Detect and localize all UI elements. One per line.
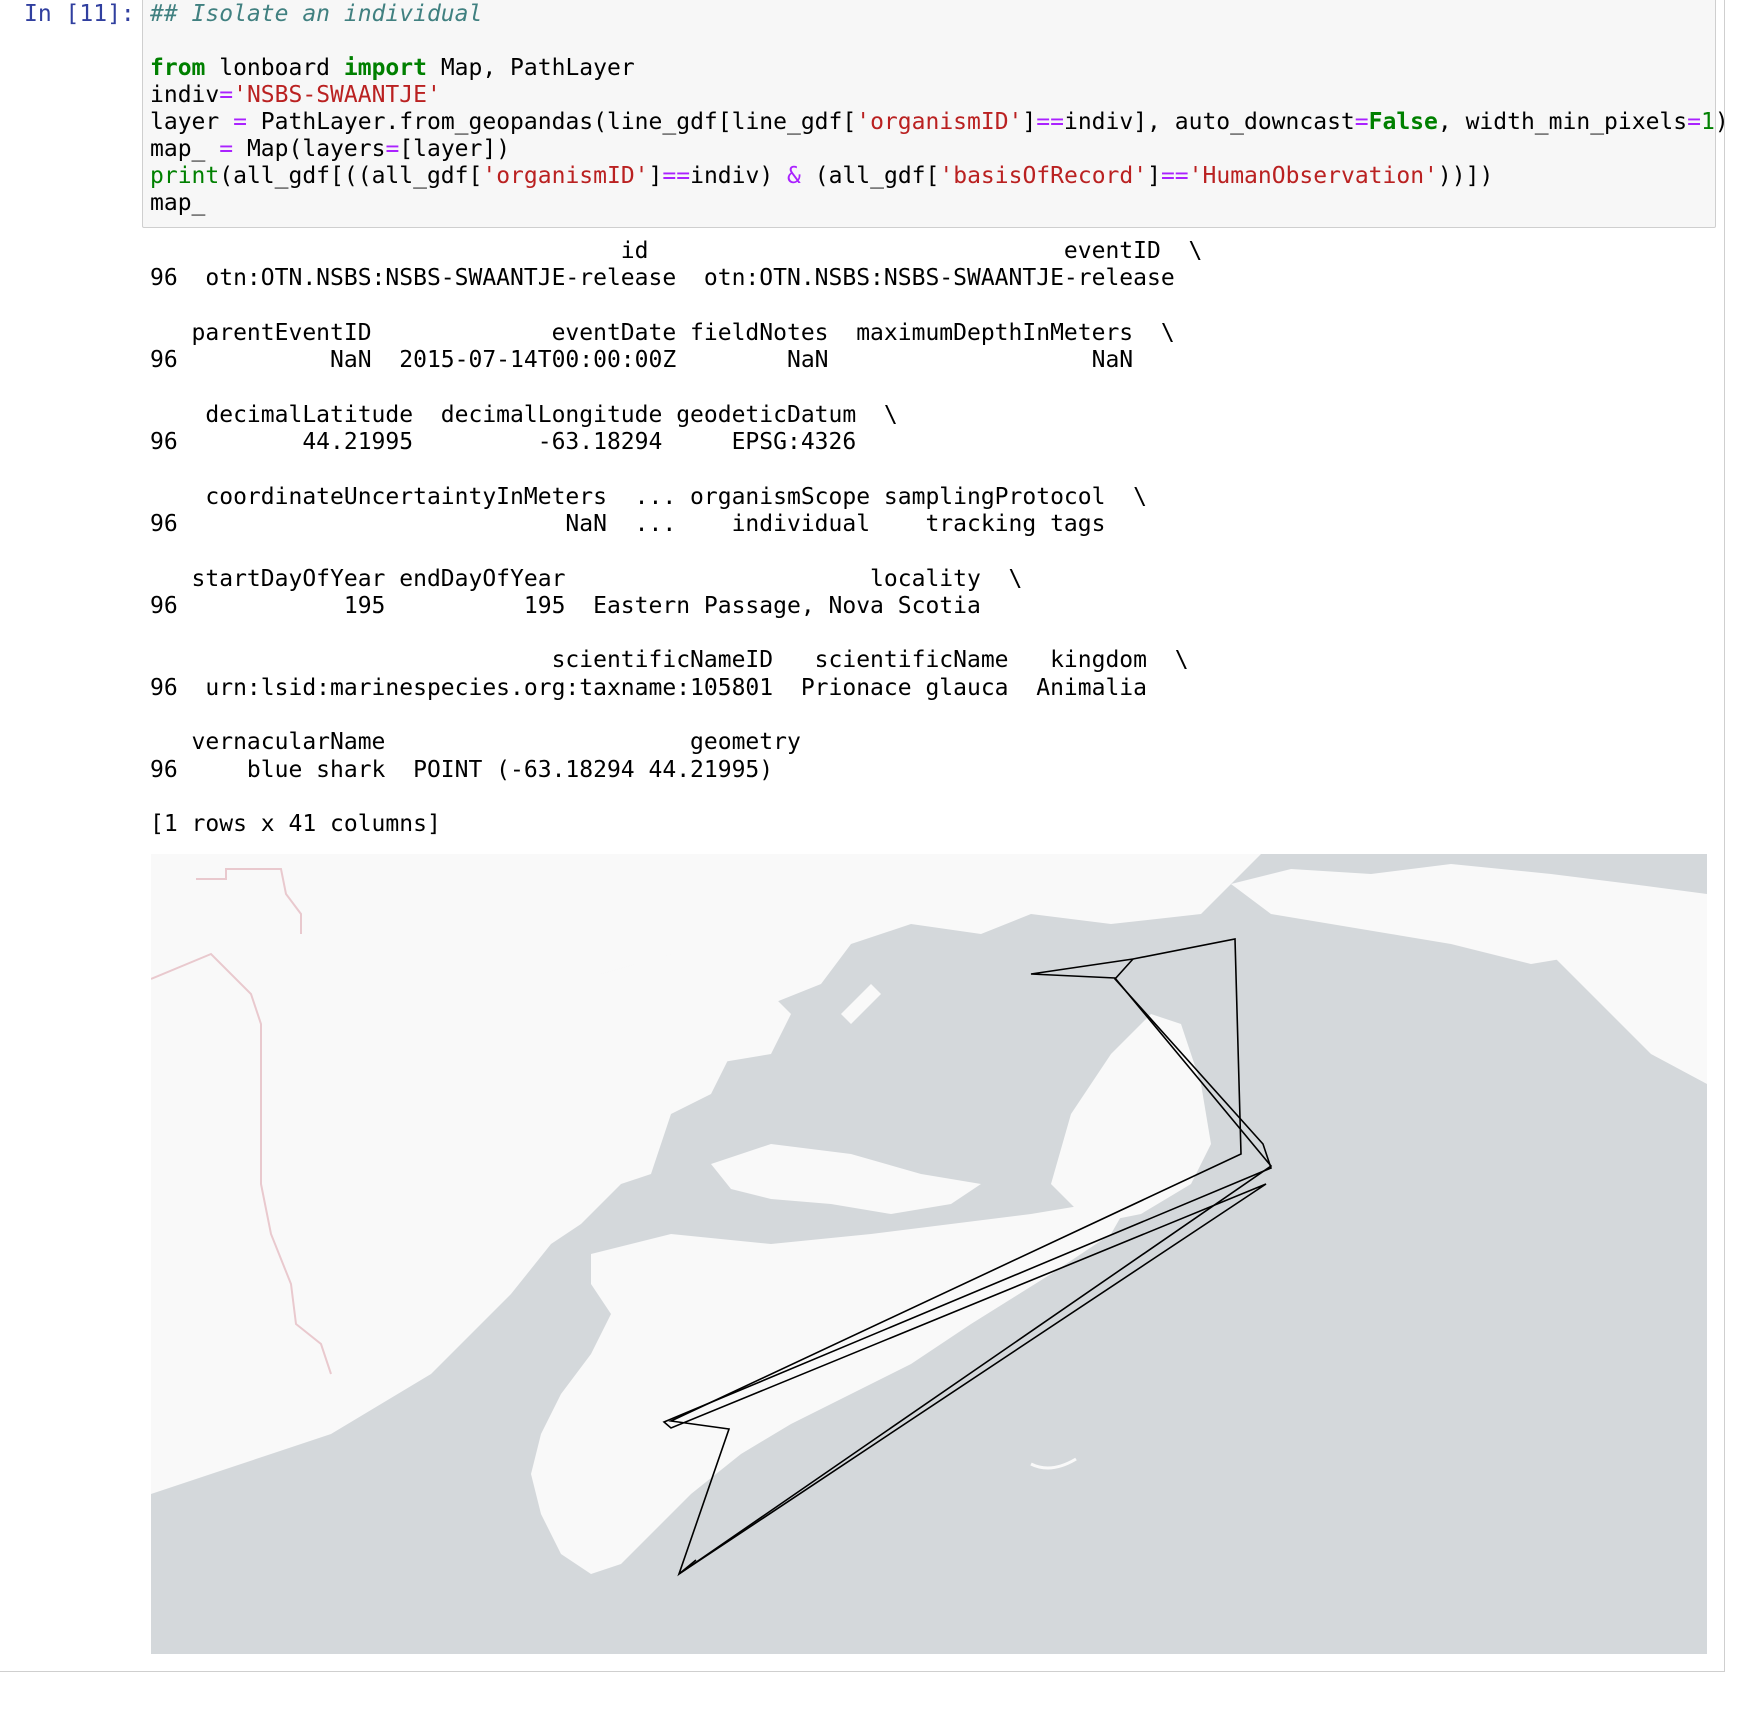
output-line: scientificNameID scientificName kingdom … (150, 647, 1189, 674)
state-border (196, 868, 302, 934)
track-line (662, 958, 1272, 1575)
code-comment: ## Isolate an individual (150, 1, 483, 27)
code-editor[interactable]: ## Isolate an individual from lonboard i… (150, 1, 1729, 216)
output-line: 96 NaN ... individual tracking tags (150, 510, 1106, 537)
cape-breton-landmass (1051, 1014, 1211, 1224)
output-line: 96 otn:OTN.NSBS:NSBS-SWAANTJE-release ot… (150, 265, 1175, 292)
input-prompt: In [11]: (24, 1, 135, 27)
sable-island (1030, 1457, 1077, 1470)
output-line: parentEventID eventDate fieldNotes maxim… (150, 319, 1175, 346)
output-line: id eventID \ (150, 238, 1203, 264)
island-landmass (841, 984, 881, 1024)
notebook-cell: In [11]: ## Isolate an individual from l… (0, 0, 1729, 1672)
map-widget[interactable] (151, 854, 1707, 1654)
path-layer (662, 938, 1273, 1577)
map-canvas[interactable] (151, 854, 1707, 1654)
output-line: 96 blue shark POINT (-63.18294 44.21995) (150, 756, 774, 783)
provincial-border (151, 952, 332, 1375)
newfoundland-landmass (1491, 884, 1707, 1084)
output-line: 96 urn:lsid:marinespecies.org:taxname:10… (150, 674, 1147, 701)
output-line: 96 NaN 2015-07-14T00:00:00Z NaN NaN (150, 347, 1134, 374)
mainland-landmass (151, 854, 1261, 1494)
code-input-area[interactable]: ## Isolate an individual from lonboard i… (142, 0, 1729, 228)
output-line: [1 rows x 41 columns] (150, 811, 441, 838)
pei-landmass (711, 1144, 981, 1214)
output-line: startDayOfYear endDayOfYear locality \ (150, 565, 1023, 592)
nova-scotia-landmass (531, 1199, 1131, 1574)
cell-output-text: id eventID \ 96 otn:OTN.NSBS:NSBS-SWAANT… (150, 238, 1202, 839)
output-line: 96 195 195 Eastern Passage, Nova Scotia (150, 592, 981, 619)
output-line: vernacularName geometry (150, 729, 801, 756)
output-line: 96 44.21995 -63.18294 EPSG:4326 (150, 429, 857, 456)
gaspe-landmass (601, 954, 791, 1064)
output-line: decimalLatitude decimalLongitude geodeti… (150, 401, 898, 428)
output-line: coordinateUncertaintyInMeters ... organi… (150, 483, 1147, 510)
